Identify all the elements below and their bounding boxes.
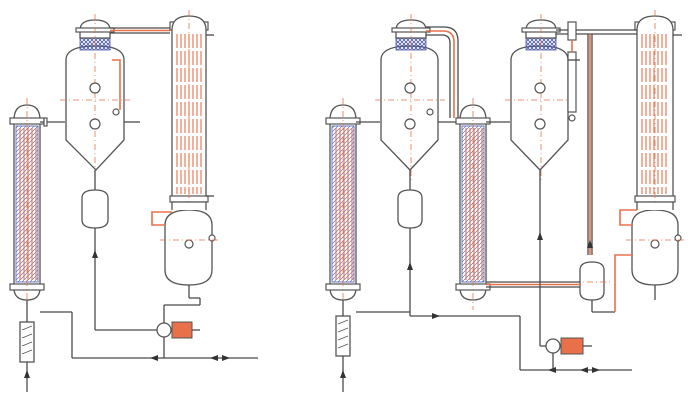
pump-left (95, 297, 201, 339)
sight-glass-right (556, 21, 590, 122)
preheater-right (325, 98, 380, 310)
product-line-left (40, 311, 258, 361)
feed-filter-right (335, 300, 351, 392)
pump-right (539, 262, 592, 370)
receiver-right-2 (486, 261, 615, 313)
product-line-right (356, 298, 656, 373)
separator-right (614, 201, 686, 312)
evaporator-left (60, 14, 140, 180)
condenser-tubes (176, 34, 202, 194)
condenser-right (590, 10, 682, 295)
feed-filter-left (19, 300, 35, 392)
evaporator-right-2 (505, 14, 575, 262)
receiver-left (81, 170, 109, 330)
vapor-bend-right (426, 26, 459, 118)
drain-line-right (587, 34, 593, 255)
evaporator-right-1 (375, 14, 456, 180)
condenser-left (169, 10, 214, 290)
preheater-tubes (19, 128, 37, 280)
heater-right-2 (455, 98, 510, 310)
unit-single-effect (9, 10, 258, 392)
preheater-left (9, 98, 65, 310)
unit-double-effect (325, 10, 686, 392)
separator-left (151, 201, 220, 298)
receiver-right-1 (397, 170, 423, 316)
